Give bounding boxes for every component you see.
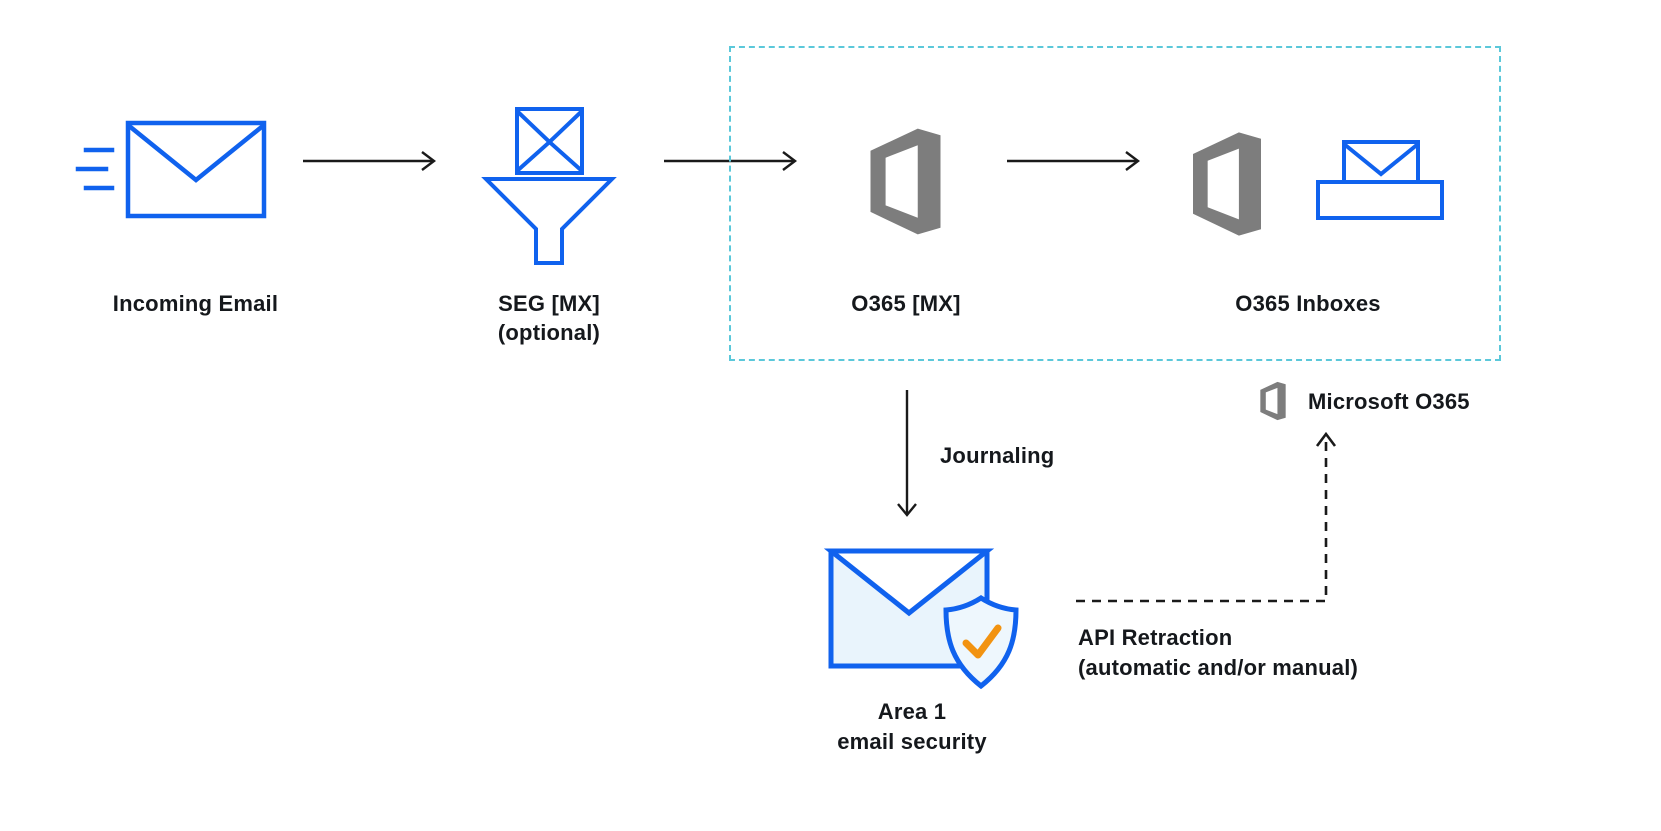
o365-inboxes-label: O365 Inboxes [1235,291,1381,316]
o365-inboxes-logo-icon [1193,132,1261,236]
incoming-email-icon [75,120,267,219]
journaling-arrow [897,390,917,517]
api-retraction-sublabel: (automatic and/or manual) [1078,655,1359,680]
o365-boundary-box [729,46,1501,361]
seg-sublabel: (optional) [497,320,601,345]
seg-funnel-icon [481,107,617,265]
inbox-envelope-icon [1316,140,1444,220]
api-retraction-arrow [1076,431,1337,603]
seg-label: SEG [MX] [498,291,600,316]
api-retraction-label: API Retraction [1078,625,1233,650]
legend-label: Microsoft O365 [1308,389,1470,414]
incoming-email-label: Incoming Email [112,291,279,316]
arrow-incoming-to-seg [303,151,436,171]
journaling-label: Journaling [940,443,1055,468]
area1-email-security-icon [823,548,1019,690]
area1-label: Area 1 [877,699,947,724]
o365-mx-logo-icon [870,128,941,235]
area1-sublabel: email security [837,729,987,754]
shield-check-icon [943,595,1019,690]
envelope-flap [823,548,995,617]
o365-mx-label: O365 [MX] [851,291,961,316]
legend-o365-logo-icon [1260,381,1286,421]
arrow-o365-to-inboxes [1007,151,1140,171]
